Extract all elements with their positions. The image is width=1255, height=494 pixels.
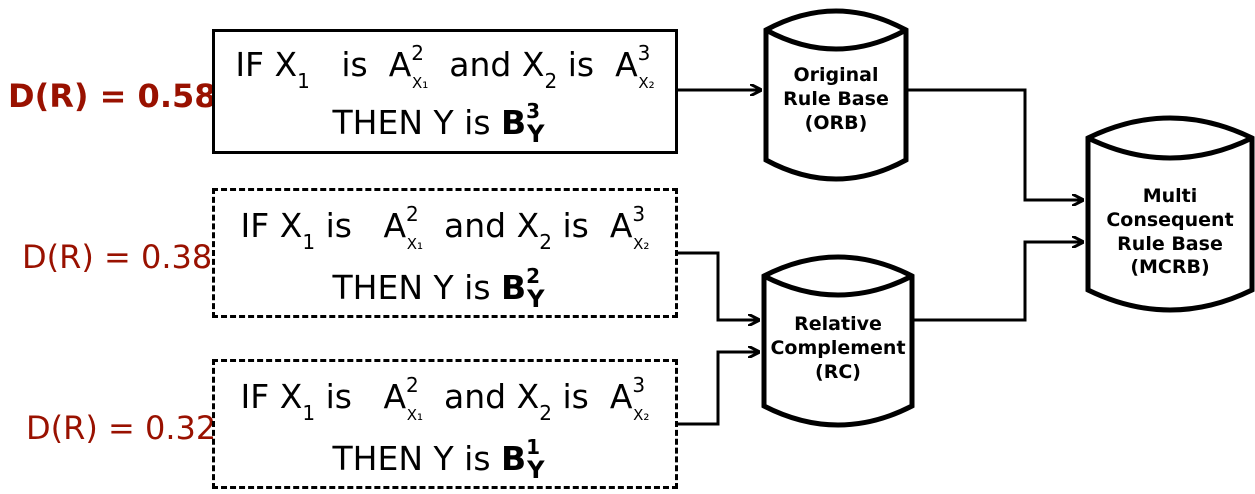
orb-label-line-2: Rule Base: [783, 87, 889, 110]
rule-2-if-line: IF X1 is A2X₁ and X2 is A3X₂: [240, 202, 650, 254]
orb-label: Original Rule Base (ORB): [766, 64, 906, 135]
degree-label-rule-3: D(R) = 0.32: [26, 409, 217, 447]
arrow-rule3-to-rc: [676, 352, 758, 426]
degree-label-rule-1: D(R) = 0.58: [8, 77, 217, 115]
rule-box-2: IF X1 is A2X₁ and X2 is A3X₂ THEN Y is B…: [212, 188, 678, 318]
rc-label-line-3: (RC): [815, 360, 861, 383]
rc-label-line-2: Complement: [770, 336, 906, 359]
mcrb-label-line-2: Consequent: [1106, 208, 1234, 231]
rc-cylinder: [761, 254, 915, 428]
mcrb-label-line-3: Rule Base: [1117, 232, 1223, 255]
mcrb-label: Multi Consequent Rule Base (MCRB): [1088, 185, 1252, 280]
rule-3-then-line: THEN Y is B1Y: [332, 435, 545, 484]
arrow-rule2-to-rc: [676, 251, 758, 320]
rc-label-line-1: Relative: [794, 313, 882, 335]
rule-1-if-line: IF X1 is A2X₁ and X2 is A3X₂: [235, 41, 655, 93]
mcrb-label-line-1: Multi: [1142, 185, 1198, 207]
rule-2-then-line: THEN Y is B2Y: [332, 264, 545, 313]
orb-label-line-3: (ORB): [804, 111, 868, 134]
orb-cylinder: [763, 8, 909, 182]
rule-box-1: IF X1 is A2X₁ and X2 is A3X₂ THEN Y is B…: [212, 29, 678, 154]
arrow-orb-to-mcrb: [906, 88, 1082, 200]
arrow-rc-to-mcrb: [912, 242, 1082, 322]
rule-box-3: IF X1 is A2X₁ and X2 is A3X₂ THEN Y is B…: [212, 359, 678, 489]
mcrb-cylinder: [1085, 115, 1255, 313]
rule-3-if-line: IF X1 is A2X₁ and X2 is A3X₂: [240, 373, 650, 425]
mcrb-label-line-4: (MCRB): [1130, 256, 1210, 279]
rc-label: Relative Complement (RC): [764, 313, 912, 384]
rule-1-then-line: THEN Y is B3Y: [332, 99, 545, 148]
orb-label-line-1: Original: [793, 64, 879, 86]
degree-label-rule-2: D(R) = 0.38: [22, 238, 213, 276]
